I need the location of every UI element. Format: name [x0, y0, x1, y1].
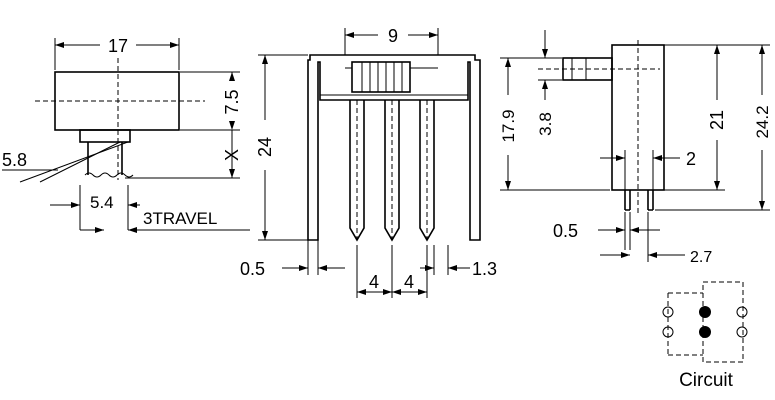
shaft-break [84, 172, 134, 178]
dim-pitch-1: 4 [369, 272, 379, 292]
dim-travel: 3TRAVEL [143, 209, 217, 228]
dim-pin-left: 0.5 [240, 259, 265, 279]
circuit-dashed-box [702, 281, 744, 363]
front-view: 17 7.5 X 5.8 5.4 3TRAVEL [2, 36, 250, 233]
end-view: 17.9 3.8 21 24.2 2 [499, 30, 772, 266]
dim-height-24: 24 [255, 137, 275, 157]
dim-pin-offset: 2.7 [690, 249, 712, 266]
dim-width: 17 [108, 36, 128, 56]
dim-pin-width: 2 [686, 149, 696, 169]
dim-shaft-width: 5.4 [90, 193, 114, 212]
shaft-collar [79, 129, 131, 143]
dim-top-width: 9 [388, 26, 398, 46]
side-view: 9 24 0.5 4 4 1.3 [240, 26, 497, 298]
dim-height: 7.5 [222, 89, 242, 114]
dim-angle: 5.8 [2, 150, 27, 170]
circuit-terminal [662, 326, 674, 338]
circuit-common-terminal [699, 306, 711, 318]
end-pins [624, 190, 654, 210]
dim-h3: 21 [707, 110, 727, 130]
circuit-terminal [736, 326, 748, 338]
dim-h1: 17.9 [499, 109, 518, 142]
dim-pin-thickness: 0.5 [553, 221, 578, 241]
dim-pin-right: 1.3 [472, 259, 497, 279]
circuit-diagram: Circuit [662, 281, 748, 391]
dim-pitch-2: 4 [404, 272, 414, 292]
dim-x: X [222, 149, 242, 161]
circuit-terminal [736, 306, 748, 318]
frame [307, 54, 481, 241]
dim-h2: 3.8 [536, 112, 555, 136]
actuator-knob [351, 61, 411, 93]
circuit-label: Circuit [679, 370, 734, 391]
circuit-terminal [662, 306, 674, 318]
dim-h4: 24.2 [753, 105, 772, 138]
circuit-common-terminal [699, 326, 711, 338]
shaft [87, 142, 123, 175]
